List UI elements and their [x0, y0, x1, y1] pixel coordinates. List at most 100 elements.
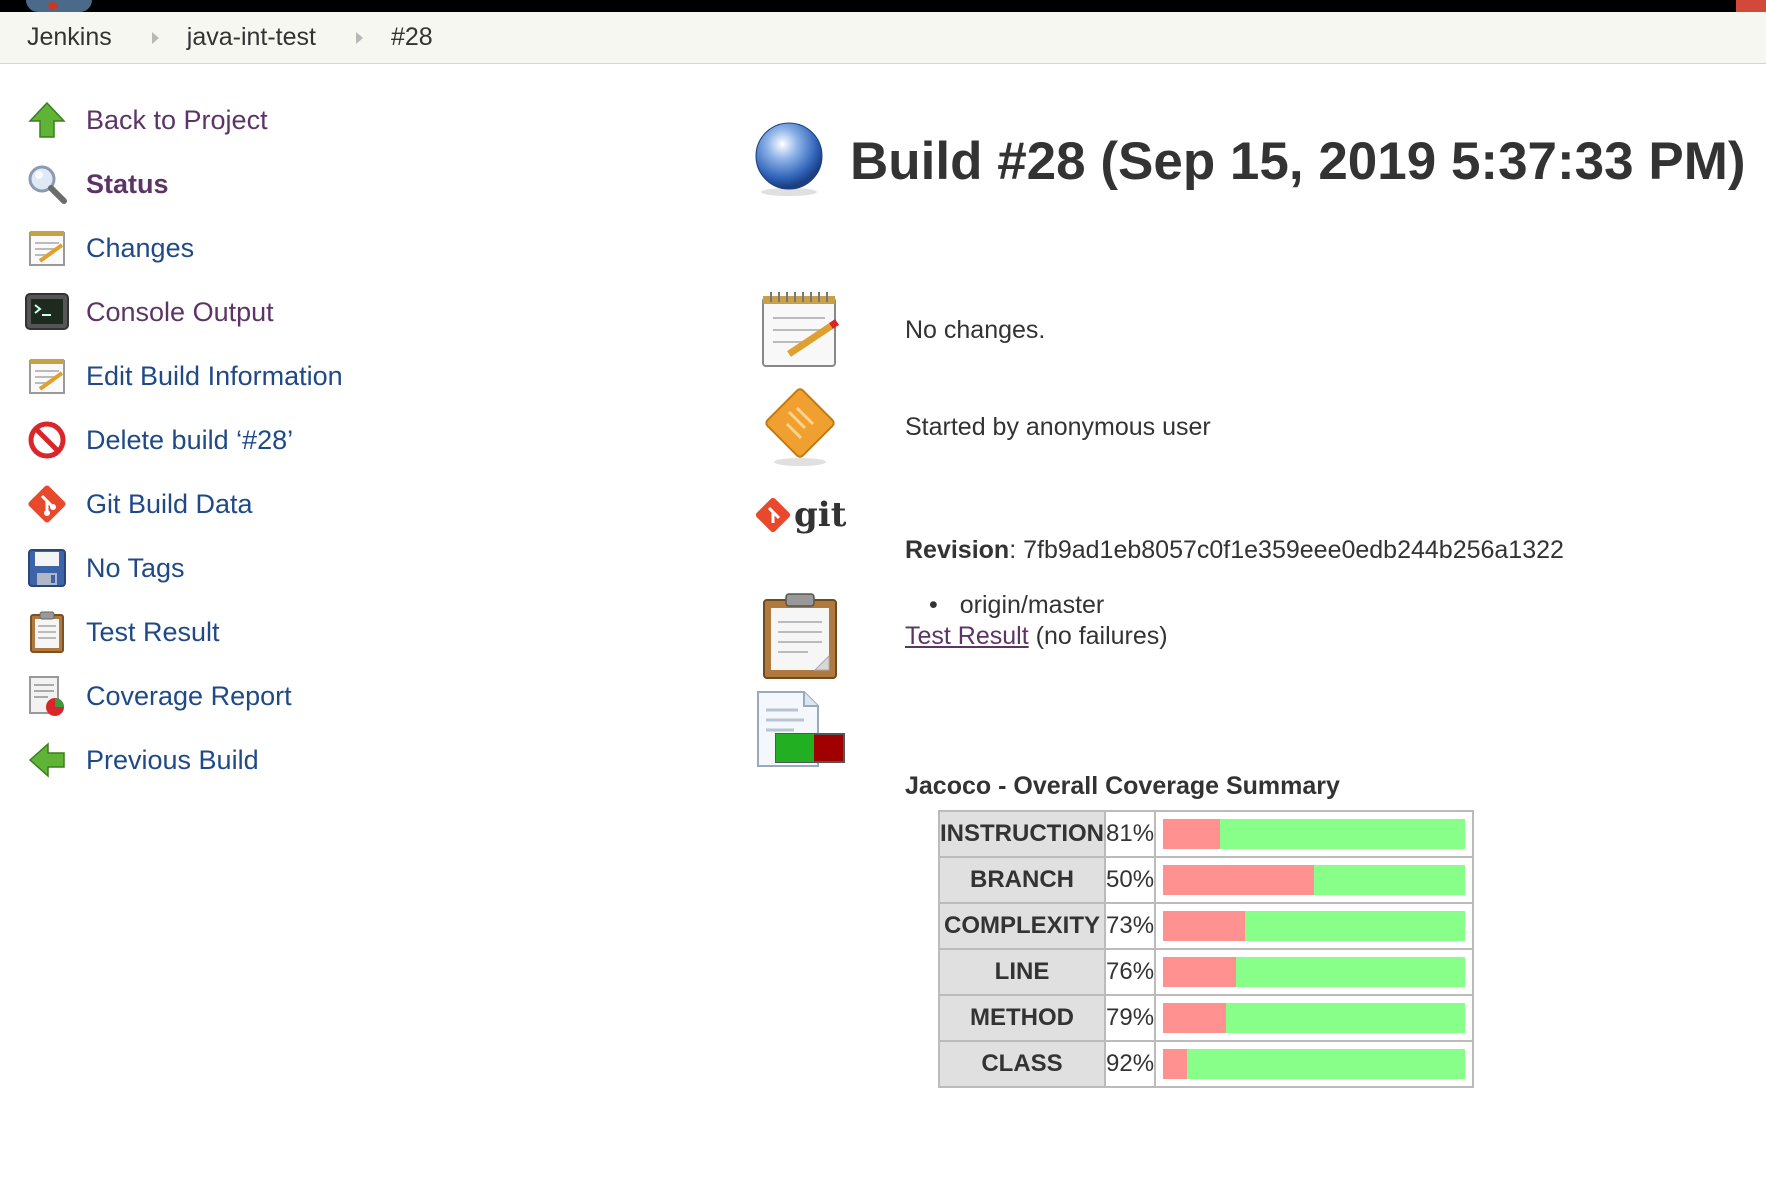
- coverage-metric: INSTRUCTION: [938, 810, 1106, 858]
- task-changes-link[interactable]: Changes: [86, 232, 195, 263]
- coverage-bar-cell: [1154, 902, 1475, 950]
- coverage-percent: 81%: [1103, 810, 1157, 858]
- jenkins-logo[interactable]: [26, 0, 92, 12]
- notepad-icon: [750, 290, 850, 370]
- coverage-bar-missed: [1163, 1003, 1227, 1033]
- task-coverage-report[interactable]: Coverage Report: [24, 664, 484, 728]
- side-panel: Back to Project Status Changes Console O…: [24, 88, 484, 792]
- coverage-bar-cell: [1154, 948, 1475, 996]
- task-edit-build-information-link[interactable]: Edit Build Information: [86, 360, 343, 391]
- coverage-percent: 79%: [1103, 994, 1157, 1042]
- test-result-row: Test Result (no failures): [750, 592, 1168, 680]
- task-changes[interactable]: Changes: [24, 216, 484, 280]
- coverage-report-icon: [750, 690, 850, 770]
- coverage-percent: 73%: [1103, 902, 1157, 950]
- build-heading: Build #28 (Sep 15, 2019 5:37:33 PM): [750, 120, 1746, 203]
- coverage-bar: [1163, 865, 1466, 895]
- coverage-bar-cell: [1154, 856, 1475, 904]
- cause-diamond-icon: [750, 386, 850, 468]
- task-previous-build-link[interactable]: Previous Build: [86, 744, 259, 775]
- left-arrow-icon[interactable]: [24, 737, 70, 783]
- coverage-bar-missed: [1163, 957, 1236, 987]
- revision-block: Revision: 7fb9ad1eb8057c0f1e359eee0edb24…: [905, 536, 1564, 620]
- task-status[interactable]: Status: [24, 152, 484, 216]
- test-result-summary: Test Result (no failures): [905, 622, 1168, 651]
- notepad-icon[interactable]: [24, 353, 70, 399]
- breadcrumb-chevron-icon[interactable]: [355, 31, 363, 44]
- task-no-tags-link[interactable]: No Tags: [86, 552, 185, 583]
- branch-list: origin/master: [953, 591, 1564, 620]
- test-result-link[interactable]: Test Result: [905, 621, 1029, 650]
- breadcrumb: Jenkins java-int-test #28: [0, 12, 1766, 64]
- coverage-metric: METHOD: [938, 994, 1106, 1042]
- task-coverage-report-link[interactable]: Coverage Report: [86, 680, 292, 711]
- coverage-metric: LINE: [938, 948, 1106, 996]
- coverage-row: [750, 690, 850, 770]
- coverage-bar-missed: [1163, 865, 1315, 895]
- coverage-metric: BRANCH: [938, 856, 1106, 904]
- task-back-to-project[interactable]: Back to Project: [24, 88, 484, 152]
- task-console-output[interactable]: Console Output: [24, 280, 484, 344]
- task-test-result[interactable]: Test Result: [24, 600, 484, 664]
- floppy-disk-icon[interactable]: [24, 545, 70, 591]
- svg-text:git: git: [794, 495, 846, 535]
- git-icon[interactable]: [24, 481, 70, 527]
- task-status-link[interactable]: Status: [86, 168, 169, 199]
- coverage-bar: [1163, 957, 1466, 987]
- cause-row: Started by anonymous user: [750, 386, 1211, 468]
- task-back-to-project-link[interactable]: Back to Project: [86, 104, 268, 135]
- task-test-result-link[interactable]: Test Result: [86, 616, 220, 647]
- coverage-bar-cell: [1154, 994, 1475, 1042]
- branch-item: origin/master: [953, 591, 1564, 620]
- task-git-build-data[interactable]: Git Build Data: [24, 472, 484, 536]
- git-logo-icon: git: [750, 490, 850, 540]
- breadcrumb-build[interactable]: #28: [390, 23, 433, 51]
- changes-text: No changes.: [905, 315, 1046, 344]
- breadcrumb-jenkins[interactable]: Jenkins: [27, 23, 112, 51]
- jacoco-title: Jacoco - Overall Coverage Summary: [905, 772, 1340, 800]
- changes-row: No changes.: [750, 290, 1045, 370]
- coverage-bar-cell: [1154, 810, 1475, 858]
- coverage-report-icon[interactable]: [24, 673, 70, 719]
- coverage-bar: [1163, 1003, 1466, 1033]
- clipboard-icon[interactable]: [24, 609, 70, 655]
- coverage-metric: COMPLEXITY: [938, 902, 1106, 950]
- task-git-build-data-link[interactable]: Git Build Data: [86, 488, 253, 519]
- coverage-percent: 50%: [1103, 856, 1157, 904]
- coverage-metric: CLASS: [938, 1040, 1106, 1088]
- breadcrumb-chevron-icon[interactable]: [151, 31, 159, 44]
- breadcrumb-project[interactable]: java-int-test: [186, 23, 316, 51]
- task-previous-build[interactable]: Previous Build: [24, 728, 484, 792]
- up-arrow-icon[interactable]: [24, 97, 70, 143]
- revision-label: Revision: [905, 536, 1010, 564]
- clipboard-icon: [750, 592, 850, 680]
- task-console-output-link[interactable]: Console Output: [86, 296, 274, 327]
- git-row: git: [750, 490, 850, 540]
- revision-line: Revision: 7fb9ad1eb8057c0f1e359eee0edb24…: [905, 536, 1564, 565]
- coverage-percent: 76%: [1103, 948, 1157, 996]
- terminal-icon[interactable]: [24, 289, 70, 335]
- notepad-icon[interactable]: [24, 225, 70, 271]
- magnifier-icon[interactable]: [24, 161, 70, 207]
- page-title: Build #28 (Sep 15, 2019 5:37:33 PM): [850, 132, 1746, 191]
- header-accent: [1736, 0, 1766, 12]
- task-edit-build-information[interactable]: Edit Build Information: [24, 344, 484, 408]
- no-entry-icon[interactable]: [24, 417, 70, 463]
- top-header-bar: [0, 0, 1766, 12]
- task-delete-build-link[interactable]: Delete build ‘#28’: [86, 424, 294, 455]
- coverage-bar-cell: [1154, 1040, 1475, 1088]
- jacoco-summary: Jacoco - Overall Coverage Summary INSTRU…: [905, 772, 1475, 1088]
- test-result-suffix: (no failures): [1028, 621, 1168, 650]
- coverage-bar-missed: [1163, 819, 1221, 849]
- coverage-bar-missed: [1163, 911, 1245, 941]
- task-delete-build[interactable]: Delete build ‘#28’: [24, 408, 484, 472]
- task-no-tags[interactable]: No Tags: [24, 536, 484, 600]
- coverage-bar: [1163, 911, 1466, 941]
- coverage-bar: [1163, 819, 1466, 849]
